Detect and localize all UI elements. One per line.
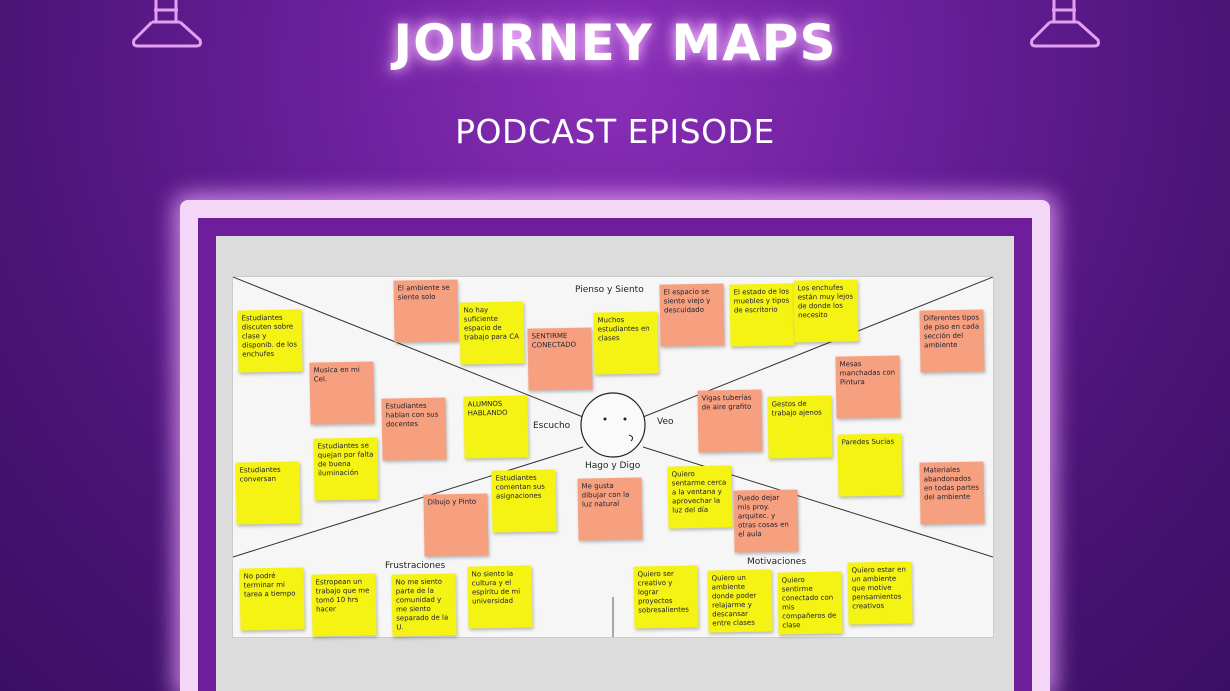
ring-light-icon — [132, 0, 202, 48]
sticky-note: Gestos de trabajo ajenos — [767, 395, 833, 459]
sticky-note: El ambiente se siente solo — [393, 279, 459, 343]
photo-frame: Pienso y Siento Escucho Veo Hago y Digo … — [180, 200, 1050, 691]
sticky-note: SENTIRME CONECTADO — [527, 327, 593, 391]
sticky-note: Muchos estudiantes en clases — [593, 311, 659, 375]
sticky-note: Materiales abandonados en todas partes d… — [919, 461, 985, 525]
sticky-note: Quiero estar en un ambiente que motive p… — [847, 561, 913, 625]
sticky-note: No me siento parte de la comunidad y me … — [391, 573, 457, 637]
sticky-note: Quiero sentirme conectado con mis compañ… — [777, 571, 843, 635]
sticky-note: ALUMNOS HABLANDO — [463, 395, 529, 459]
page-title: JOURNEY MAPS — [393, 14, 837, 72]
section-label-hear: Escucho — [533, 421, 571, 431]
section-label-see: Veo — [657, 417, 674, 427]
sticky-note: Estudiantes discuten sobre clase y dispo… — [237, 309, 303, 373]
section-label-motivations: Motivaciones — [747, 557, 807, 567]
sticky-note: Dibujo y Pinto — [423, 493, 489, 557]
sticky-note: Paredes Sucias — [837, 433, 903, 497]
photo-frame-inner: Pienso y Siento Escucho Veo Hago y Digo … — [198, 218, 1032, 691]
sticky-note: Me gusta dibujar con la luz natural — [577, 477, 643, 541]
sticky-note: Musica en mi Cel. — [309, 361, 375, 425]
sticky-note: El espacio se siente viejo y descuidado — [659, 283, 725, 347]
sticky-note: Estudiantes se quejan por falta de buena… — [313, 437, 379, 501]
sticky-note: Los enchufes están muy lejos de donde lo… — [793, 279, 859, 343]
sticky-note: Estudiantes hablan con sus docentes — [381, 397, 447, 461]
sticky-note: No hay suficiente espacio de trabajo par… — [459, 301, 525, 365]
journey-map-photo: Pienso y Siento Escucho Veo Hago y Digo … — [216, 236, 1014, 691]
sticky-note: Mesas manchadas con Pintura — [835, 355, 901, 419]
sticky-note: Diferentes tipos de piso en cada sección… — [919, 309, 985, 373]
sticky-note: Quiero ser creativo y lograr proyectos s… — [633, 565, 699, 629]
sticky-note: Estudiantes conversan — [235, 461, 301, 525]
sticky-note: El estado de los muebles y tipos de escr… — [729, 283, 795, 347]
page-subtitle: PODCAST EPISODE — [455, 112, 775, 151]
sticky-note: Quiero sentarme cerca a la ventana y apr… — [667, 465, 733, 529]
section-label-do: Hago y Digo — [585, 461, 641, 471]
sticky-note: Vigas tuberías de aire grafito — [697, 389, 763, 453]
sticky-note: No podré terminar mi tarea a tiempo — [239, 567, 305, 631]
sticky-note: No siento la cultura y el espíritu de mi… — [467, 565, 533, 629]
sticky-note: Quiero un ambiente donde poder relajarme… — [707, 569, 773, 633]
section-label-think: Pienso y Siento — [575, 285, 644, 295]
ring-light-icon — [1030, 0, 1100, 48]
sticky-note: Puedo dejar mis proy. arquitec. y otras … — [733, 489, 799, 553]
sticky-note: Estropean un trabajo que me tomó 10 hrs … — [311, 573, 377, 637]
sticky-note: Estudiantes comentan sus asignaciones — [491, 469, 557, 533]
section-label-frustrations: Frustraciones — [385, 561, 446, 571]
